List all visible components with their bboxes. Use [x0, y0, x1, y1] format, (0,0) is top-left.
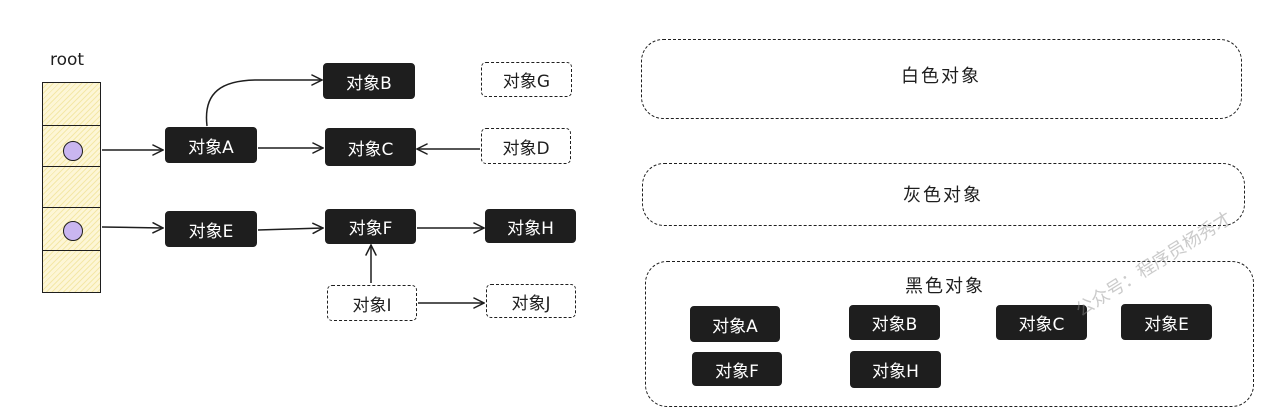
node-j[interactable]: 对象J	[486, 284, 576, 318]
stack-slot	[42, 82, 101, 126]
node-c[interactable]: 对象C	[325, 128, 416, 166]
black-zone-item[interactable]: 对象F	[692, 352, 782, 386]
node-i[interactable]: 对象I	[327, 285, 417, 321]
root-reference-dot	[63, 221, 83, 241]
node-d[interactable]: 对象D	[481, 128, 571, 164]
gray-object-zone	[642, 163, 1245, 226]
white-object-zone	[641, 39, 1242, 119]
node-b[interactable]: 对象B	[323, 63, 415, 99]
arrow-a-to-b	[205, 80, 322, 127]
node-g[interactable]: 对象G	[481, 62, 572, 97]
node-e[interactable]: 对象E	[165, 211, 257, 247]
node-f[interactable]: 对象F	[325, 209, 416, 244]
black-zone-item[interactable]: 对象E	[1121, 304, 1212, 340]
black-zone-item[interactable]: 对象A	[690, 306, 780, 342]
gray-zone-label: 灰色对象	[903, 185, 983, 206]
node-a[interactable]: 对象A	[165, 127, 257, 163]
black-zone-item[interactable]: 对象C	[996, 305, 1087, 340]
node-h[interactable]: 对象H	[485, 209, 576, 243]
root-label: root	[50, 50, 85, 70]
black-zone-item[interactable]: 对象B	[849, 305, 940, 340]
root-reference-dot	[63, 141, 83, 161]
stack-slot	[42, 166, 101, 208]
stack-slot	[42, 250, 101, 293]
white-zone-label: 白色对象	[901, 66, 981, 87]
black-zone-label: 黑色对象	[905, 276, 985, 297]
arrow-e-to-f	[257, 228, 323, 230]
black-object-zone	[645, 261, 1254, 407]
arrow-root-to-e	[101, 227, 163, 228]
black-zone-item[interactable]: 对象H	[850, 351, 941, 388]
